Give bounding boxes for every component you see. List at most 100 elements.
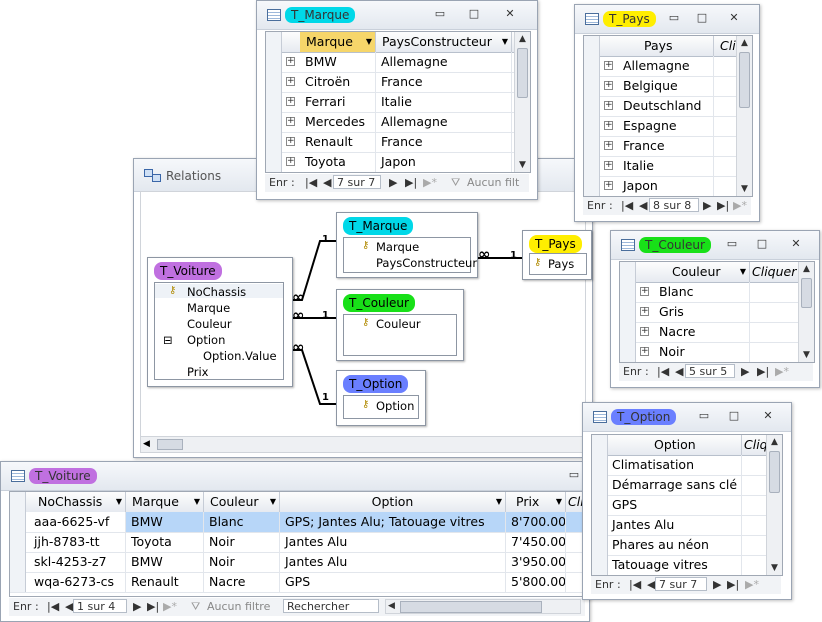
scroll-up-arrow[interactable]: ▲ bbox=[771, 437, 778, 447]
close-button[interactable]: ✕ bbox=[791, 237, 801, 250]
voiture-col-option[interactable]: Option▼ bbox=[280, 492, 506, 512]
voiture-col-couleur[interactable]: Couleur▼ bbox=[204, 492, 280, 512]
marque-window[interactable]: T_Marque ▭ □ ✕ Marque▼ PaysConstructeur▼… bbox=[256, 0, 538, 200]
voiture-col-marque[interactable]: Marque▼ bbox=[126, 492, 204, 512]
minimize-button[interactable]: ▭ bbox=[434, 7, 446, 20]
expand-icon[interactable]: + bbox=[640, 286, 649, 296]
scroll-down-arrow[interactable]: ▼ bbox=[519, 160, 526, 170]
couleur-col-couleur[interactable]: Couleur▼ bbox=[636, 262, 750, 282]
expand-icon[interactable]: + bbox=[604, 60, 613, 70]
pays-titlebar[interactable]: T_Pays ▭ □ ✕ bbox=[575, 5, 759, 34]
relations-hscroll[interactable]: ◀ bbox=[140, 436, 586, 453]
couleur-window[interactable]: T_Couleur ▭ □ ✕ Couleur▼ Cliquer +Blanc … bbox=[610, 230, 820, 388]
marque-vscroll[interactable]: ▲ ▼ bbox=[514, 32, 530, 172]
couleur-col-cliquer[interactable]: Cliquer bbox=[750, 262, 800, 282]
pays-grid[interactable]: Pays Cliq +Allemagne +Belgique +Deutschl… bbox=[583, 35, 753, 197]
maximize-button[interactable]: □ bbox=[696, 11, 708, 24]
expand-icon[interactable]: + bbox=[640, 306, 649, 316]
rel-table-option[interactable]: T_Option ⚷ Option bbox=[336, 370, 426, 426]
first-record-button[interactable]: |◀ bbox=[657, 365, 670, 378]
first-record-button[interactable]: |◀ bbox=[47, 600, 60, 613]
prev-record-button[interactable]: ◀ bbox=[65, 600, 74, 613]
filter-status[interactable]: Aucun filtre bbox=[207, 600, 271, 613]
scroll-down-arrow[interactable]: ▼ bbox=[803, 350, 810, 360]
next-record-button[interactable]: ▶ bbox=[713, 578, 722, 591]
table-row[interactable]: +Japon bbox=[584, 176, 752, 196]
scroll-thumb[interactable] bbox=[739, 52, 750, 108]
select-all[interactable] bbox=[592, 435, 608, 455]
expand-icon[interactable]: + bbox=[286, 136, 295, 146]
scroll-thumb[interactable] bbox=[517, 48, 528, 98]
last-record-button[interactable]: ▶| bbox=[757, 365, 770, 378]
scroll-left-arrow[interactable]: ◀ bbox=[143, 439, 150, 449]
record-indicator[interactable]: 5 sur 5 bbox=[685, 364, 735, 378]
table-row[interactable]: GPS bbox=[592, 495, 782, 516]
dropdown-icon[interactable]: ▼ bbox=[739, 267, 746, 276]
collapse-icon[interactable]: ⊟ bbox=[163, 333, 173, 347]
next-record-button[interactable]: ▶ bbox=[741, 365, 750, 378]
scroll-down-arrow[interactable]: ▼ bbox=[741, 184, 748, 194]
prev-record-button[interactable]: ◀ bbox=[639, 199, 648, 212]
scroll-up-arrow[interactable]: ▲ bbox=[803, 264, 810, 274]
minimize-button[interactable]: ▭ bbox=[668, 11, 680, 24]
filter-status[interactable]: Aucun filt bbox=[467, 176, 520, 189]
record-indicator[interactable]: 7 sur 7 bbox=[655, 577, 707, 591]
table-row[interactable]: Jantes Alu bbox=[592, 515, 782, 536]
table-row[interactable]: Phares au néon bbox=[592, 535, 782, 556]
select-all[interactable] bbox=[266, 32, 282, 52]
table-row[interactable]: +Espagne bbox=[584, 116, 752, 137]
next-record-button[interactable]: ▶ bbox=[703, 199, 712, 212]
table-row[interactable]: +France bbox=[584, 136, 752, 157]
expand-icon[interactable]: + bbox=[604, 120, 613, 130]
expand-icon[interactable]: + bbox=[286, 96, 295, 106]
rel-table-pays[interactable]: T_Pays ⚷ Pays bbox=[522, 230, 592, 280]
first-record-button[interactable]: |◀ bbox=[629, 578, 642, 591]
voiture-col-cliquer[interactable]: Cli bbox=[568, 494, 584, 509]
expand-icon[interactable]: + bbox=[286, 156, 295, 166]
search-input[interactable]: Rechercher bbox=[283, 599, 379, 613]
expand-icon[interactable]: + bbox=[286, 116, 295, 126]
pays-vscroll[interactable]: ▲ ▼ bbox=[736, 36, 752, 196]
option-grid[interactable]: Option Cliq Climatisation Démarrage sans… bbox=[591, 434, 783, 576]
close-button[interactable]: ✕ bbox=[763, 409, 773, 422]
new-record-button[interactable]: ▶* bbox=[775, 365, 789, 378]
table-row[interactable]: Démarrage sans clé bbox=[592, 475, 782, 496]
expand-icon[interactable]: + bbox=[604, 80, 613, 90]
last-record-button[interactable]: ▶| bbox=[405, 176, 418, 189]
record-indicator[interactable]: 7 sur 7 bbox=[333, 175, 381, 189]
table-row[interactable]: Tatouage vitres bbox=[592, 555, 782, 575]
expand-icon[interactable]: + bbox=[604, 180, 613, 190]
table-row[interactable]: +Blanc bbox=[620, 282, 814, 303]
expand-icon[interactable]: + bbox=[640, 326, 649, 336]
voiture-grid[interactable]: NoChassis▼ Marque▼ Couleur▼ Option▼ Prix… bbox=[9, 491, 587, 597]
first-record-button[interactable]: |◀ bbox=[305, 176, 318, 189]
select-all[interactable] bbox=[620, 262, 636, 282]
option-vscroll[interactable]: ▲ ▼ bbox=[766, 435, 782, 575]
dropdown-icon[interactable]: ▼ bbox=[193, 497, 200, 506]
new-record-button[interactable]: ▶* bbox=[163, 600, 177, 613]
select-all[interactable] bbox=[10, 492, 26, 512]
table-row[interactable]: +Allemagne bbox=[584, 56, 752, 77]
maximize-button[interactable]: □ bbox=[756, 237, 768, 250]
voiture-hscroll[interactable]: ◀ bbox=[385, 599, 581, 614]
marque-col-marque[interactable]: Marque▼ bbox=[300, 32, 376, 52]
option-col-option[interactable]: Option bbox=[608, 435, 742, 455]
scroll-down-arrow[interactable]: ▼ bbox=[771, 563, 778, 573]
scroll-thumb[interactable] bbox=[400, 601, 542, 613]
prev-record-button[interactable]: ◀ bbox=[675, 365, 684, 378]
scroll-up-arrow[interactable]: ▲ bbox=[741, 38, 748, 48]
close-button[interactable]: ✕ bbox=[505, 7, 515, 20]
new-record-button[interactable]: ▶* bbox=[423, 176, 437, 189]
scroll-up-arrow[interactable]: ▲ bbox=[519, 34, 526, 44]
expand-icon[interactable]: + bbox=[604, 160, 613, 170]
scroll-left-arrow[interactable]: ◀ bbox=[388, 601, 395, 611]
table-row[interactable]: Climatisation bbox=[592, 455, 782, 476]
